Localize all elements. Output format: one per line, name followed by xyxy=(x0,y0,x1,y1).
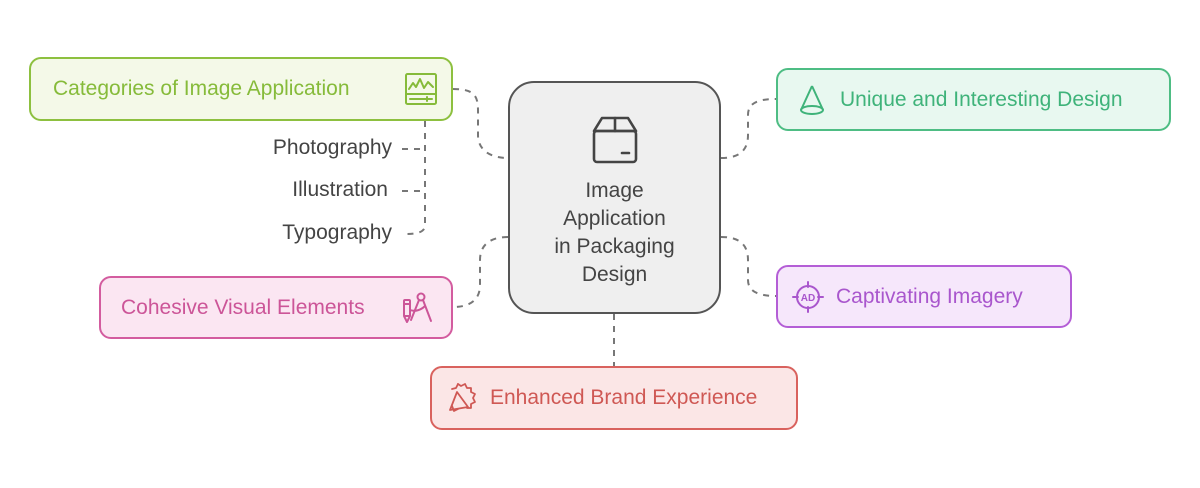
central-title-line: Image xyxy=(585,179,644,202)
node-categories-of-image-application[interactable]: Categories of Image Application xyxy=(29,57,453,121)
central-title-line: Design xyxy=(581,263,648,286)
connector-captivating xyxy=(720,236,777,297)
subitem-photography[interactable]: Photography xyxy=(272,136,392,159)
megaphone-badge-icon xyxy=(444,380,480,416)
pencil-compass-icon xyxy=(399,290,435,326)
central-title-line: in Packaging xyxy=(554,235,675,258)
central-topic-node[interactable]: Image Application in Packaging Design xyxy=(508,81,721,314)
ad-target-icon: AD xyxy=(790,279,826,315)
node-cohesive-visual-elements[interactable]: Cohesive Visual Elements xyxy=(99,276,453,339)
connector-categories xyxy=(452,88,509,159)
node-label: Unique and Interesting Design xyxy=(840,87,1123,111)
node-label: Enhanced Brand Experience xyxy=(490,386,758,409)
connector-subitems xyxy=(404,121,426,235)
subitem-illustration[interactable]: Illustration xyxy=(292,178,388,201)
svg-text:AD: AD xyxy=(801,293,815,304)
node-unique-and-interesting-design[interactable]: Unique and Interesting Design xyxy=(776,68,1171,131)
node-label: Captivating Imagery xyxy=(836,284,1023,308)
central-title-line: Application xyxy=(563,207,666,230)
subitem-typography[interactable]: Typography xyxy=(282,221,392,244)
central-topic-title: Image Application in Packaging Design xyxy=(535,177,695,289)
node-label: Categories of Image Application xyxy=(53,77,350,100)
connector-cohesive xyxy=(452,236,509,308)
node-captivating-imagery[interactable]: AD Captivating Imagery xyxy=(776,265,1072,328)
package-box-icon xyxy=(585,109,645,169)
node-enhanced-brand-experience[interactable]: Enhanced Brand Experience xyxy=(430,366,798,430)
cone-icon xyxy=(794,82,830,118)
connector-unique xyxy=(720,98,777,159)
waveform-monitor-icon xyxy=(403,71,439,107)
node-label: Cohesive Visual Elements xyxy=(121,295,365,319)
